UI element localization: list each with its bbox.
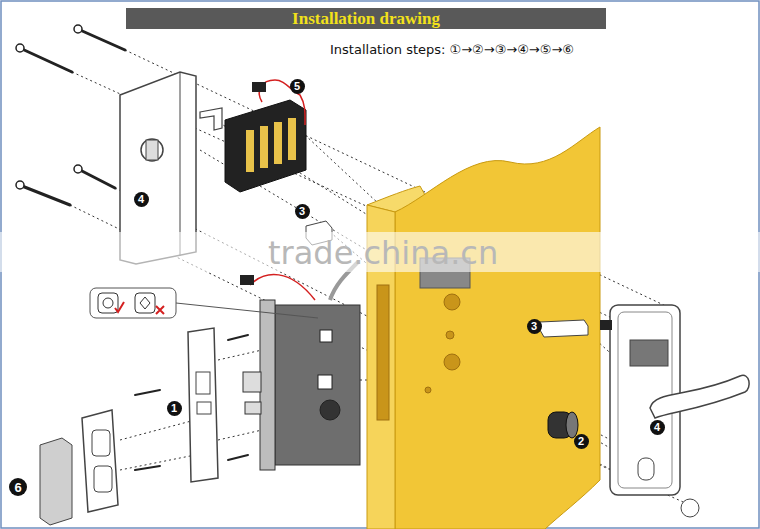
screws bbox=[74, 165, 82, 173]
front-panel bbox=[681, 499, 699, 517]
callout-text: 3 bbox=[531, 321, 537, 332]
strike-plate bbox=[94, 466, 112, 492]
callout-number: 1 bbox=[167, 401, 182, 416]
screws bbox=[22, 186, 70, 205]
callout-text: 4 bbox=[138, 194, 144, 205]
guide-lines bbox=[120, 455, 195, 470]
screws bbox=[80, 170, 115, 188]
callout-number: 4 bbox=[650, 420, 665, 435]
battery-box bbox=[252, 82, 266, 92]
mortise-lock bbox=[243, 372, 261, 392]
front-panel bbox=[638, 458, 654, 480]
callout-number: 6 bbox=[9, 478, 27, 496]
screws bbox=[80, 30, 125, 50]
callout-number: 5 bbox=[290, 79, 305, 94]
front-panel bbox=[630, 340, 668, 366]
mortise-lock bbox=[320, 330, 332, 342]
orientation-icon bbox=[140, 297, 150, 309]
callout-number: 3 bbox=[527, 319, 542, 334]
spindle-cylinder bbox=[566, 412, 578, 438]
strike-plate bbox=[92, 430, 110, 456]
back-plate bbox=[141, 139, 163, 161]
door-leaf bbox=[395, 127, 600, 529]
battery-box bbox=[288, 118, 296, 160]
door-leaf bbox=[444, 294, 460, 310]
strike-plate bbox=[82, 410, 118, 512]
screws bbox=[228, 335, 248, 340]
mortise-lock bbox=[240, 275, 254, 285]
front-panel bbox=[650, 375, 749, 418]
callout-text: 6 bbox=[14, 481, 21, 494]
orientation-icon bbox=[90, 288, 318, 318]
front-panel bbox=[600, 305, 749, 517]
screws bbox=[16, 181, 24, 189]
callout-number: 3 bbox=[295, 204, 310, 219]
callout-text: 1 bbox=[171, 403, 177, 414]
battery-box bbox=[259, 80, 305, 125]
guide-lines bbox=[120, 420, 195, 440]
front-panel bbox=[600, 320, 612, 330]
mortise-lock bbox=[318, 375, 332, 389]
battery-box bbox=[225, 100, 306, 192]
back-plate bbox=[200, 108, 222, 130]
back-plate bbox=[180, 72, 181, 256]
mortise-lock bbox=[250, 275, 315, 300]
faceplate bbox=[197, 402, 211, 414]
step-sequence: Installation steps: ①→②→③→④→⑤→⑥ bbox=[330, 42, 574, 57]
faceplate bbox=[188, 328, 218, 482]
spindle-cylinder bbox=[540, 320, 588, 337]
battery-box bbox=[260, 126, 268, 168]
orientation-icon bbox=[135, 293, 155, 313]
door-leaf bbox=[446, 331, 454, 339]
callout-text: 4 bbox=[654, 422, 660, 433]
callout-text: 3 bbox=[299, 206, 305, 217]
orientation-icon bbox=[90, 288, 176, 318]
title-text: Installation drawing bbox=[292, 10, 440, 27]
orientation-icon bbox=[156, 306, 164, 314]
mortise-lock bbox=[275, 305, 360, 465]
mortise-lock bbox=[260, 300, 275, 470]
battery-box bbox=[225, 80, 306, 192]
mortise-lock bbox=[320, 400, 340, 420]
faceplate bbox=[188, 328, 218, 482]
orientation-icon bbox=[176, 303, 318, 318]
mortise-lock bbox=[245, 402, 261, 414]
mortise-lock bbox=[240, 262, 360, 470]
guide-lines bbox=[218, 430, 262, 440]
orientation-icon bbox=[98, 293, 118, 313]
callout-number: 4 bbox=[134, 192, 149, 207]
door-leaf bbox=[425, 387, 431, 393]
callout-text: 5 bbox=[294, 81, 300, 92]
door-leaf bbox=[367, 127, 600, 529]
screws bbox=[135, 466, 160, 470]
battery-box bbox=[274, 122, 282, 164]
door-leaf bbox=[444, 354, 460, 370]
callout-text: 2 bbox=[578, 436, 584, 447]
orientation-icon bbox=[103, 298, 113, 308]
screws bbox=[16, 44, 24, 52]
spindle-cylinder bbox=[540, 320, 588, 438]
screws bbox=[228, 455, 248, 460]
watermark: trade.china.cn bbox=[268, 234, 498, 272]
callout-number: 2 bbox=[574, 434, 589, 449]
battery-box bbox=[246, 130, 254, 172]
back-plate bbox=[146, 140, 158, 160]
guide-lines bbox=[218, 350, 262, 360]
watermark-band bbox=[0, 232, 760, 272]
strike-plate bbox=[40, 438, 72, 525]
screws bbox=[74, 25, 82, 33]
orientation-icon bbox=[115, 302, 124, 312]
title-bar: Installation drawing bbox=[126, 8, 606, 29]
screws bbox=[135, 390, 160, 395]
faceplate bbox=[196, 372, 210, 394]
door-leaf bbox=[377, 285, 389, 420]
strike-plate bbox=[40, 410, 118, 525]
screws bbox=[22, 49, 72, 72]
